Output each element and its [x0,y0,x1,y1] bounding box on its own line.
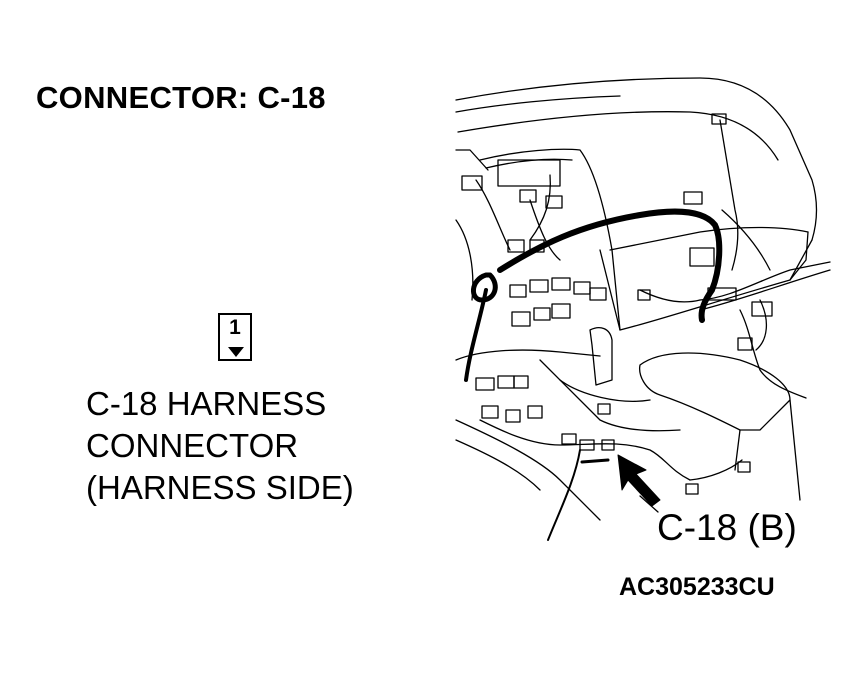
connector-block [711,113,727,125]
description-line-1: C-18 HARNESS [86,385,327,422]
callout-leader-line [639,495,659,513]
pin-number: 1 [229,316,241,339]
floor-console [455,419,601,521]
figure-code: AC305233CU [619,573,775,601]
main-wire-harness [497,208,723,323]
target-connector-marker [580,458,610,464]
description-line-3: (HARNESS SIDE) [86,469,354,506]
pointer-arrow-icon [617,454,661,507]
glovebox-panel [599,239,813,331]
down-arrow-icon [228,347,244,357]
connector-description: C-18 HARNESS CONNECTOR (HARNESS SIDE) [86,383,354,509]
dashboard-outline [455,77,818,241]
connector-callout-label: C-18 (B) [657,507,797,548]
connector-pin-box: 1 [218,313,252,361]
description-line-2: CONNECTOR [86,427,299,464]
page-title: CONNECTOR: C-18 [36,80,326,115]
armrest [639,352,791,431]
